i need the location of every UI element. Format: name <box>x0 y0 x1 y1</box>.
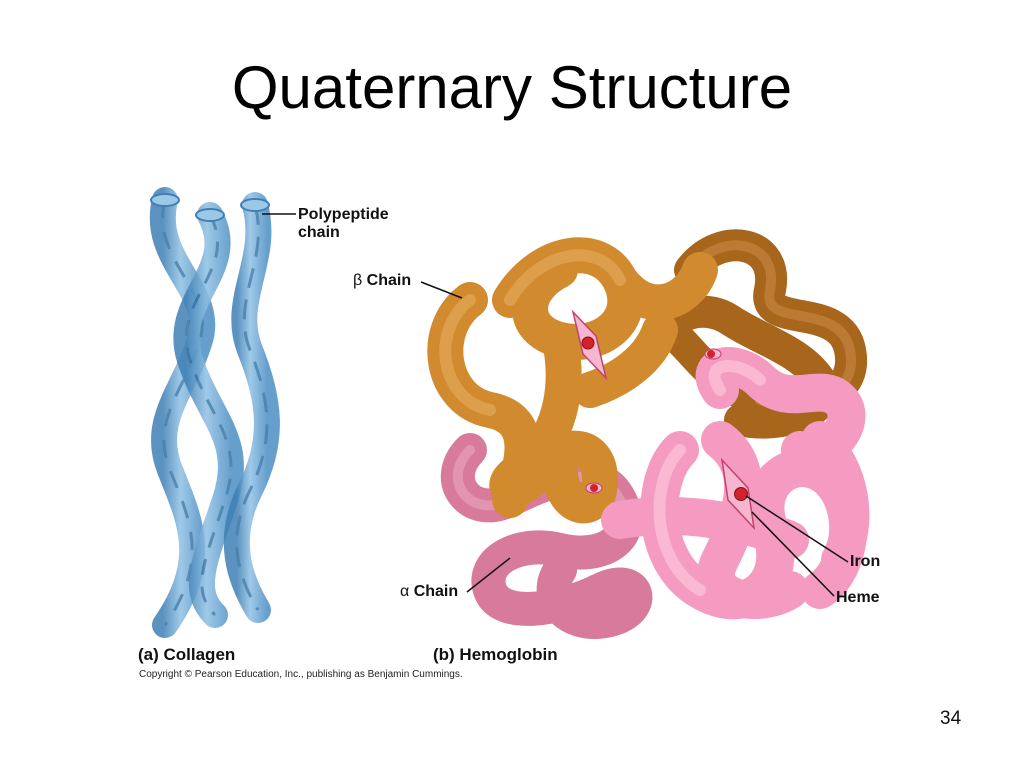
polypeptide-label-line2: chain <box>298 224 340 242</box>
hemoglobin-caption: (b) Hemoglobin <box>433 645 558 664</box>
iron-atom-2 <box>734 487 748 501</box>
heme-group-4 <box>585 482 603 494</box>
slide-title: Quaternary Structure <box>231 54 793 121</box>
page-number: 34 <box>940 708 962 729</box>
collagen-strand-3 <box>223 192 280 623</box>
collagen-caption: (a) Collagen <box>138 645 236 664</box>
beta-chain-text: Chain <box>366 272 412 289</box>
hemoglobin-model <box>427 229 870 639</box>
polypeptide-chain-label: Polypeptide chain <box>298 206 389 243</box>
iron-atom-1 <box>581 336 595 350</box>
alpha-symbol: α <box>400 583 410 600</box>
heme-group-1 <box>571 309 608 381</box>
copyright-notice: Copyright © Pearson Education, Inc., pub… <box>139 669 463 680</box>
beta-symbol: β <box>353 272 363 289</box>
heme-group-3 <box>704 348 722 360</box>
heme-group-2 <box>720 457 756 531</box>
collagen-strand-2 <box>173 202 244 628</box>
beta-chain-label: β Chain <box>353 272 411 290</box>
alpha-chain-label: α Chain <box>400 583 458 601</box>
polypeptide-label-line1: Polypeptide <box>298 206 389 223</box>
heme-leader-line <box>751 511 835 597</box>
collagen-helix <box>149 187 280 638</box>
alpha-chain-text: Chain <box>413 583 459 600</box>
heme-label: Heme <box>836 589 880 606</box>
alpha-chain-leader-line <box>466 557 511 593</box>
iron-label: Iron <box>850 553 881 570</box>
collagen-strand-1 <box>149 187 216 638</box>
beta-chain-leader-line <box>420 281 463 299</box>
iron-leader-line <box>745 495 849 563</box>
